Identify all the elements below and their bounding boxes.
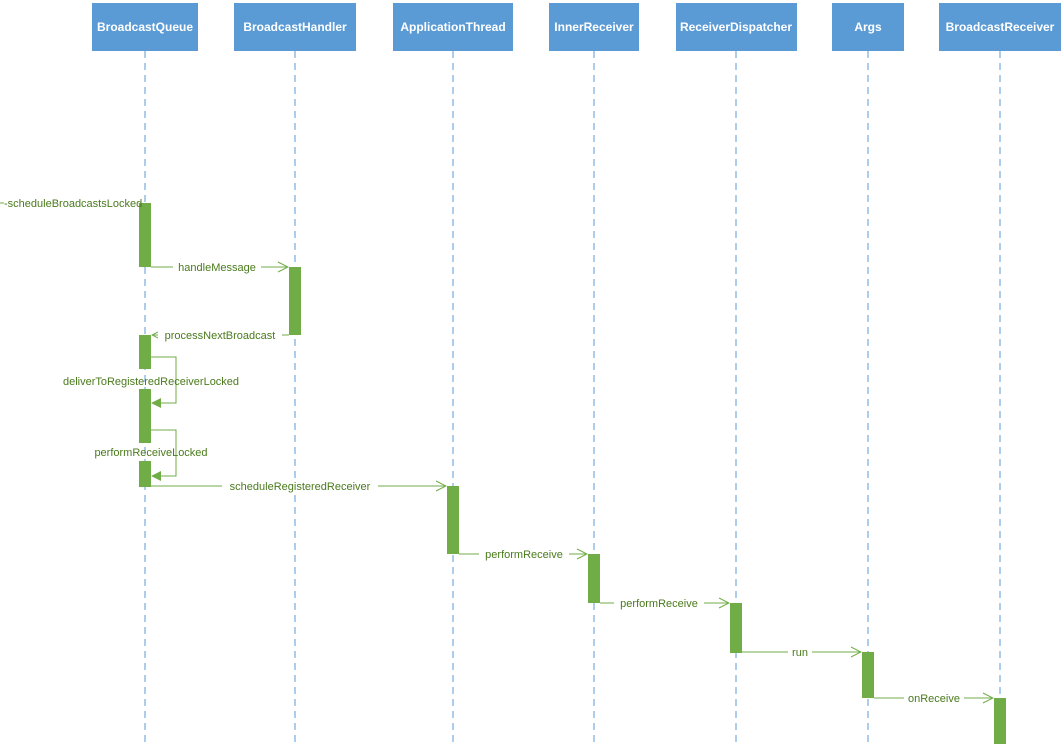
message-label-perform-receive-locked: performReceiveLocked — [94, 447, 207, 459]
lifelines — [144, 51, 1001, 742]
participant-label: BroadcastReceiver — [946, 20, 1055, 34]
participant-label: Args — [854, 20, 882, 34]
participant-innerreceiver: InnerReceiver — [549, 3, 639, 51]
message-labels: -scheduleBroadcastsLocked handleMessage … — [4, 196, 964, 705]
participant-args: Args — [832, 3, 904, 51]
participant-label: ApplicationThread — [400, 20, 505, 34]
message-arrow-deliver-to-registered-receiver-locked — [151, 356, 177, 408]
participant-label: InnerReceiver — [554, 20, 634, 34]
message-label-perform-receive-2: performReceive — [620, 598, 698, 610]
participant-broadcastqueue: BroadcastQueue — [92, 3, 198, 51]
message-label-schedule-broadcasts-locked: -scheduleBroadcastsLocked — [4, 198, 142, 210]
message-label-handle-message: handleMessage — [178, 262, 256, 274]
activation-args — [862, 652, 874, 698]
participant-broadcasthandler: BroadcastHandler — [234, 3, 356, 51]
activation-broadcastqueue-2 — [139, 335, 151, 369]
activation-broadcastqueue-1 — [139, 203, 151, 267]
message-label-schedule-registered-receiver: scheduleRegisteredReceiver — [230, 481, 371, 493]
activation-broadcastqueue-4 — [139, 461, 151, 487]
participant-label: BroadcastHandler — [243, 20, 347, 34]
activation-broadcastqueue-3 — [139, 389, 151, 443]
participant-label: BroadcastQueue — [97, 20, 193, 34]
activation-broadcastreceiver — [994, 698, 1006, 744]
message-arrow-perform-receive-locked — [151, 429, 177, 481]
participant-applicationthread: ApplicationThread — [393, 3, 513, 51]
participant-receiverdispatcher: ReceiverDispatcher — [676, 3, 797, 51]
message-label-process-next-broadcast: processNextBroadcast — [165, 330, 276, 342]
activation-broadcasthandler — [289, 267, 301, 335]
message-label-perform-receive-1: performReceive — [485, 549, 563, 561]
activation-applicationthread — [447, 486, 459, 554]
message-label-run: run — [792, 647, 808, 659]
activation-receiverdispatcher — [730, 603, 742, 653]
activation-innerreceiver — [588, 554, 600, 603]
participant-label: ReceiverDispatcher — [680, 20, 792, 34]
message-label-on-receive: onReceive — [908, 693, 960, 705]
activation-bars — [139, 203, 1006, 744]
participant-broadcastreceiver: BroadcastReceiver — [939, 3, 1061, 51]
message-label-deliver-to-registered-receiver-locked: deliverToRegisteredReceiverLocked — [63, 376, 239, 388]
